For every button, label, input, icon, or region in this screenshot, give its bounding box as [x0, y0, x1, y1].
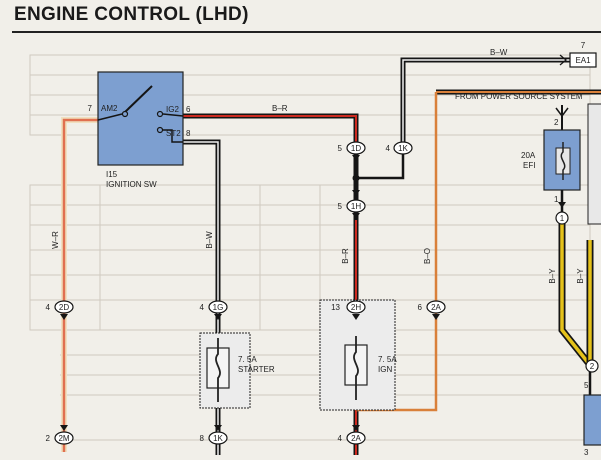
svg-text:2D: 2D — [59, 303, 69, 312]
wire-wr — [61, 117, 98, 452]
connector-1k-top: 1K 4 — [386, 141, 413, 155]
wire-label-bw-top: B–W — [490, 48, 508, 57]
ignition-switch-arm-icon — [124, 85, 153, 113]
svg-text:8: 8 — [200, 434, 205, 443]
svg-text:6: 6 — [418, 303, 423, 312]
connector-2a-bottom: 2A 4 — [338, 425, 366, 445]
pin-st2: 8 — [186, 129, 191, 138]
wire-label-wr: W–R — [51, 231, 60, 249]
junction-dot — [352, 174, 360, 182]
svg-text:4: 4 — [386, 144, 391, 153]
svg-text:1G: 1G — [213, 303, 224, 312]
svg-text:2M: 2M — [58, 434, 69, 443]
page-title: ENGINE CONTROL (LHD) — [14, 4, 249, 25]
connector-2d: 2D 4 — [46, 300, 74, 320]
title-rule — [12, 31, 601, 33]
terminal-ig2: IG2 — [166, 105, 179, 114]
wire-label-bo: B–O — [423, 248, 432, 264]
connector-circle-1: 1 — [555, 202, 569, 225]
pin-ig2: 6 — [186, 105, 191, 114]
connector-2m: 2M 2 — [46, 425, 74, 445]
ignition-switch-id: I15 — [106, 170, 118, 179]
ignition-switch-name: IGNITION SW — [106, 180, 157, 189]
pin-right-5: 5 — [584, 381, 589, 390]
terminal-st2: ST2 — [166, 129, 181, 138]
fuse-efi-rating: 20A — [521, 151, 536, 160]
fuse-efi-icon — [560, 142, 566, 180]
svg-text:4: 4 — [338, 434, 343, 443]
svg-text:5: 5 — [338, 202, 343, 211]
connector-2h: 2H 13 — [331, 300, 366, 320]
svg-text:1D: 1D — [351, 144, 361, 153]
pin-am2: 7 — [88, 104, 93, 113]
fuse-ign-name: IGN — [378, 365, 392, 374]
svg-text:1: 1 — [560, 214, 565, 223]
svg-text:2A: 2A — [351, 434, 361, 443]
svg-text:2H: 2H — [351, 303, 361, 312]
wire-label-br-vertical: B–R — [341, 248, 350, 264]
fuse-starter-rating: 7. 5A — [238, 355, 257, 364]
connector-1k-bottom: 1K 8 — [200, 425, 228, 445]
fuse-efi-name: EFI — [523, 161, 535, 170]
svg-text:13: 13 — [331, 303, 340, 312]
terminal-am2: AM2 — [101, 104, 118, 113]
svg-text:4: 4 — [200, 303, 205, 312]
power-arrow-icon — [555, 107, 569, 118]
svg-text:2A: 2A — [431, 303, 441, 312]
right-component — [587, 103, 601, 225]
fuse-starter-icon — [215, 338, 221, 402]
pin-efi-top: 2 — [554, 118, 559, 127]
wire-label-bw: B–W — [205, 231, 214, 249]
power-source-label: FROM POWER SOURCE SYSTEM — [455, 92, 583, 101]
fuse-ign-rating: 7. 5A — [378, 355, 397, 364]
connector-1d: 1D 5 — [338, 141, 366, 161]
svg-text:5: 5 — [338, 144, 343, 153]
fuse-starter-name: STARTER — [238, 365, 275, 374]
wire-bw-top — [400, 57, 570, 150]
wire-label-by-right: B–Y — [576, 268, 585, 284]
svg-text:7: 7 — [581, 41, 586, 50]
wire-by — [558, 220, 594, 395]
connector-1g: 1G 4 — [200, 300, 228, 320]
connector-2a-top: 2A 6 — [418, 300, 446, 320]
ignition-switch-box — [97, 71, 184, 166]
svg-text:1H: 1H — [351, 202, 361, 211]
wire-br-top — [183, 113, 359, 145]
fuse-efi-box — [543, 129, 581, 191]
pin-efi-bottom: 1 — [554, 195, 559, 204]
wire-label-by-left: B–Y — [548, 268, 557, 284]
fuse-ign-icon — [353, 336, 359, 400]
pin-right-3: 3 — [584, 448, 589, 457]
wire-1k-junction — [356, 150, 405, 180]
connector-ea1: EA1 7 — [559, 41, 597, 68]
svg-text:1K: 1K — [398, 144, 408, 153]
connector-1h: 1H 5 — [338, 190, 366, 219]
relay-box — [583, 394, 601, 446]
svg-text:2: 2 — [590, 362, 595, 371]
wire-label-br-top: B–R — [272, 104, 288, 113]
svg-text:EA1: EA1 — [575, 56, 591, 65]
svg-text:4: 4 — [46, 303, 51, 312]
connector-circle-2: 2 — [585, 359, 599, 373]
svg-text:2: 2 — [46, 434, 51, 443]
svg-text:1K: 1K — [213, 434, 223, 443]
